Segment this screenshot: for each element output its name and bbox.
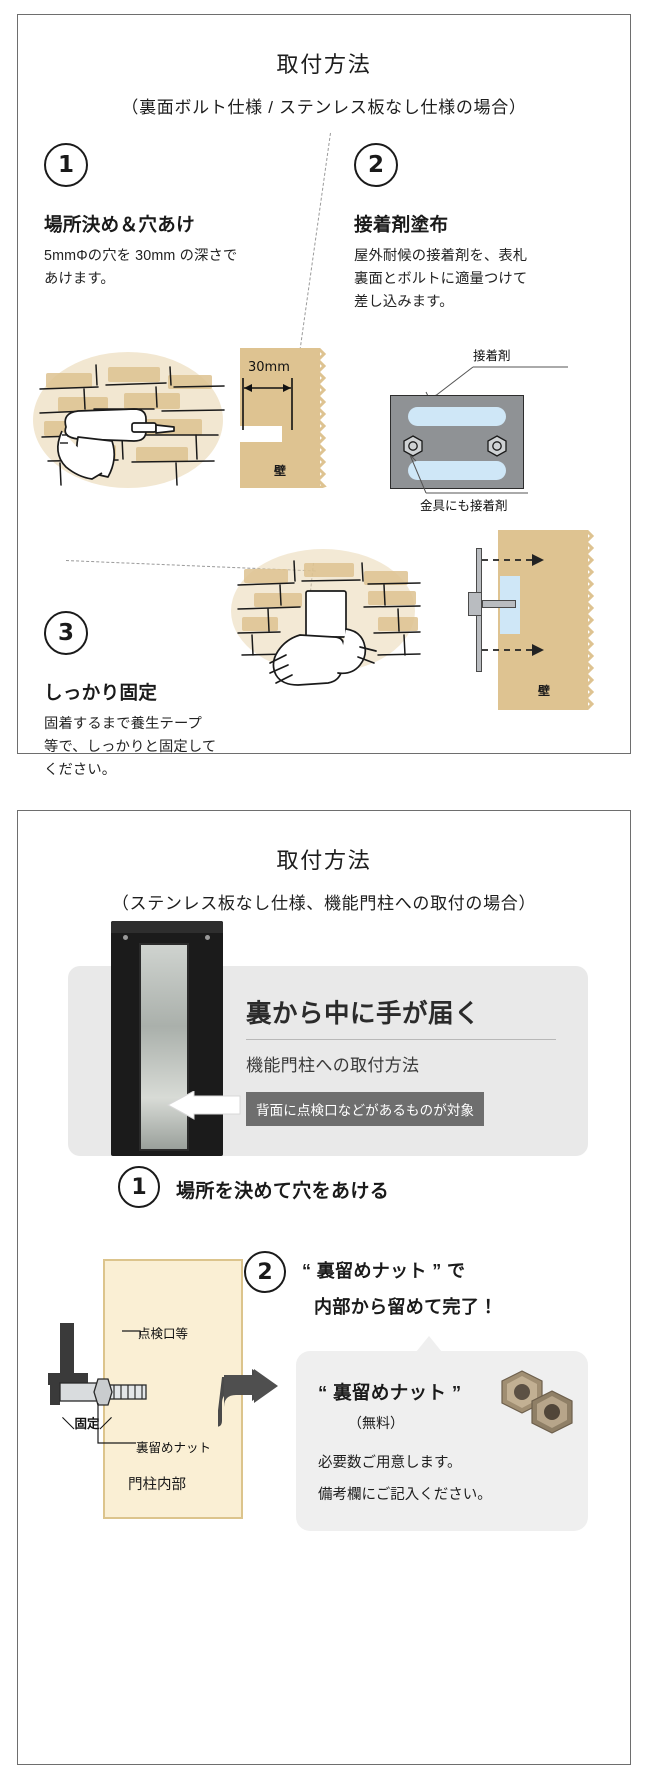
panel-mounting-method-b: 取付方法 （ステンレス板なし仕様、機能門柱への取付の場合） 裏から中に手が届く … (17, 810, 631, 1765)
wall-drill-hole (240, 426, 282, 442)
hero-headline: 裏から中に手が届く (246, 1000, 481, 1028)
step-2-number-badge: 2 (354, 143, 398, 187)
post-inside-label: 門柱内部 (128, 1477, 186, 1493)
step-2-body-line1: 屋外耐候の接着剤を、表札 (354, 248, 528, 264)
step-2-body-line3: 差し込みます。 (354, 294, 454, 311)
step-1-body-line2: あけます。 (44, 271, 115, 288)
dimension-label: 30mm (248, 360, 290, 375)
back-nut-info-bubble (296, 1336, 588, 1531)
panel-a-subtitle: （裏面ボルト仕様 / ステンレス板なし仕様の場合） (121, 98, 527, 117)
wall-edge-zigzag-3 (586, 530, 595, 710)
wall-edge-zigzag (318, 348, 327, 488)
adhesive-bead-top (408, 407, 506, 426)
illustration-pressing-plate (231, 549, 421, 686)
b-step-1-heading: 場所を決めて穴をあける (176, 1181, 390, 1202)
wall-cross-section-1: 30mm 壁 (240, 348, 330, 488)
wall-block (240, 348, 320, 488)
hero-subline: 機能門柱への取付方法 (246, 1056, 420, 1075)
adhesive-label: 接着剤 (473, 349, 511, 363)
bubble-line-2: 備考欄にご記入ください。 (318, 1487, 492, 1503)
bubble-title: “ 裏留めナット ” (318, 1382, 462, 1403)
b-step-2-heading-line1: “ 裏留めナット ” で (302, 1261, 466, 1281)
step-2-number: 2 (367, 152, 384, 178)
panel-b-title: 取付方法 (276, 848, 372, 873)
step-1-number: 1 (57, 152, 74, 178)
bolt-shaft (482, 600, 516, 608)
step-3-heading: しっかり固定 (44, 682, 158, 703)
step-3-body-line2: 等で、しっかりと固定して (44, 739, 217, 756)
hex-nuts-photo-icon (501, 1370, 573, 1434)
b-step-2-heading-line2: 内部から留めて完了！ (314, 1297, 498, 1317)
step-3-body-line1: 固着するまで養生テープ (44, 716, 202, 732)
insertion-arrow-top (482, 554, 544, 566)
panel-a-title: 取付方法 (276, 52, 372, 77)
b-step-2-number-badge: 2 (244, 1251, 286, 1293)
dimension-arrow (242, 378, 293, 430)
bubble-tail (416, 1336, 442, 1352)
wall-label-1: 壁 (274, 464, 287, 478)
step-3: 3 しっかり固定 固着するまで養生テープ 等で、しっかりと固定して ください。 (44, 611, 284, 782)
step-1-body: 5mmΦの穴を 30mm の深さで あけます。 (44, 245, 314, 291)
bubble-free-label: （無料） (348, 1415, 404, 1431)
inspection-port-leader (122, 1330, 141, 1337)
step-3-number: 3 (57, 620, 74, 646)
gate-post-photo (111, 921, 223, 1156)
wall-label-3: 壁 (538, 684, 551, 698)
step-1-number-badge: 1 (44, 143, 88, 187)
step-1-heading: 場所決め＆穴あけ (44, 214, 195, 235)
illustration-drilling-hole (33, 352, 225, 488)
b-step-2-number: 2 (257, 1259, 273, 1285)
b-step-1-number: 1 (131, 1174, 147, 1200)
panel-b-subtitle: （ステンレス板なし仕様、機能門柱への取付の場合） (111, 894, 537, 913)
step-2: 2 接着剤塗布 屋外耐候の接着剤を、表札 裏面とボルトに適量つけて 差し込みます… (354, 143, 619, 314)
post-bolt-right (205, 935, 210, 940)
post-bolt-left (123, 935, 128, 940)
back-nut-assembly-icon (48, 1323, 147, 1406)
step-2-heading: 接着剤塗布 (354, 214, 449, 235)
illustration-adhesive-plate: 接着剤 金具にも接着剤 (368, 345, 633, 513)
post-glass-panel (139, 943, 189, 1151)
bracket-adhesive-leader-line (409, 454, 528, 494)
step-3-body: 固着するまで養生テープ 等で、しっかりと固定して ください。 (44, 713, 284, 782)
post-top-cap (111, 921, 223, 933)
fix-label: ＼固定／ (62, 1417, 113, 1431)
back-nut-label: 裏留めナット (136, 1441, 212, 1455)
step-1-body-line1: 5mmΦの穴を 30mm の深さで (44, 248, 238, 264)
step-1: 1 場所決め＆穴あけ 5mmΦの穴を 30mm の深さで あけます。 (44, 143, 314, 291)
back-nut-leader (97, 1403, 136, 1444)
step-2-body: 屋外耐候の接着剤を、表札 裏面とボルトに適量つけて 差し込みます。 (354, 245, 619, 314)
inspection-port-label: 点検口等 (138, 1327, 189, 1341)
bolt-nut-right-icon (487, 435, 507, 457)
hero-target-chip: 背面に点検口などがあるものが対象 (246, 1092, 485, 1126)
panel-mounting-method-a: 取付方法 （裏面ボルト仕様 / ステンレス板なし仕様の場合） 1 場所決め＆穴あ… (17, 14, 633, 778)
bubble-line-1: 必要数ご用意します。 (318, 1455, 462, 1471)
bracket-adhesive-label: 金具にも接着剤 (420, 499, 508, 513)
bolt-insertion-cross-section: 壁 (438, 530, 618, 715)
pointing-hand-icon (218, 1369, 278, 1427)
bolt-head (468, 592, 482, 616)
post-interior-diagram: 門柱内部 ＼固定 (18, 1251, 318, 1551)
step-2-body-line2: 裏面とボルトに適量つけて (354, 271, 528, 288)
bolt-nut-left-icon (403, 435, 423, 457)
step-3-number-badge: 3 (44, 611, 88, 655)
insertion-arrow-bottom (482, 644, 544, 656)
adhesive-bead-bottom (408, 461, 506, 480)
b-step-1-number-badge: 1 (118, 1166, 160, 1208)
hero-arrow-icon (166, 1091, 241, 1120)
hero-divider (246, 1039, 556, 1040)
step-3-body-line3: ください。 (44, 762, 117, 779)
